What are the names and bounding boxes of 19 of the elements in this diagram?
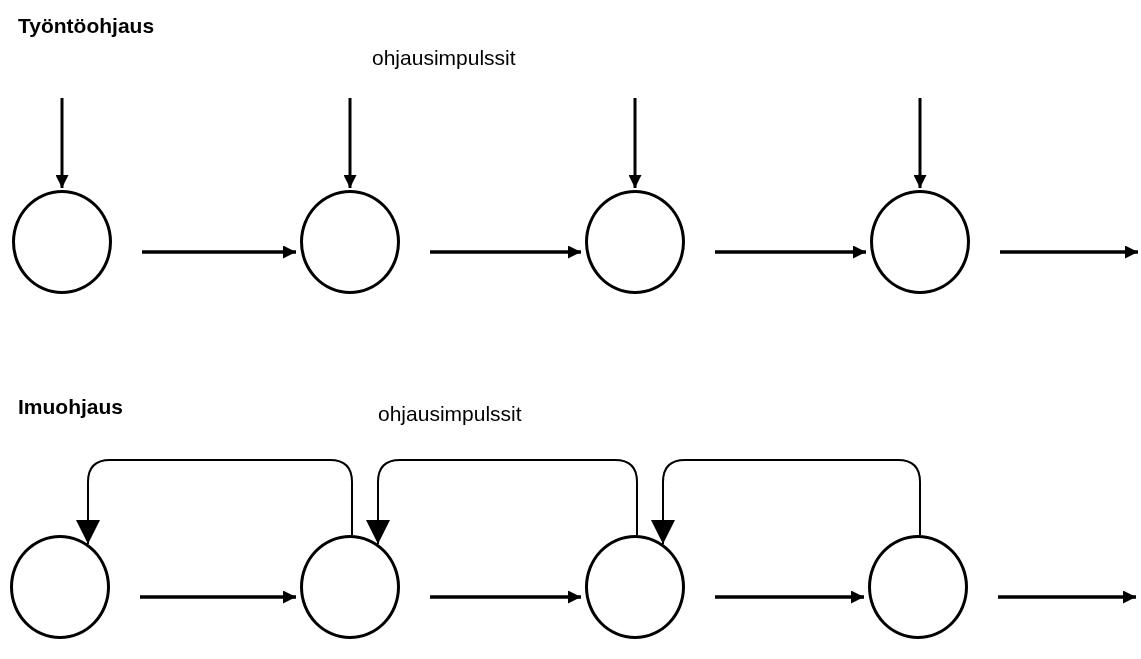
arrow	[430, 590, 581, 604]
section-heading: Työntöohjaus	[18, 14, 155, 38]
arrow	[1000, 245, 1138, 259]
arrow	[142, 245, 296, 259]
arrow	[76, 459, 353, 545]
arrow	[55, 98, 69, 188]
arrow	[628, 98, 642, 188]
arrow-group-label: ohjausimpulssit	[372, 46, 516, 70]
arrow	[651, 459, 921, 545]
arrow	[343, 98, 357, 188]
arrow	[913, 98, 927, 188]
arrow-group-label: ohjausimpulssit	[378, 402, 522, 426]
arrow	[430, 245, 581, 259]
arrow	[715, 245, 866, 259]
arrow	[998, 590, 1136, 604]
section-heading: Imuohjaus	[18, 395, 123, 419]
arrow	[140, 590, 296, 604]
arrow	[366, 459, 638, 545]
arrow	[715, 590, 864, 604]
